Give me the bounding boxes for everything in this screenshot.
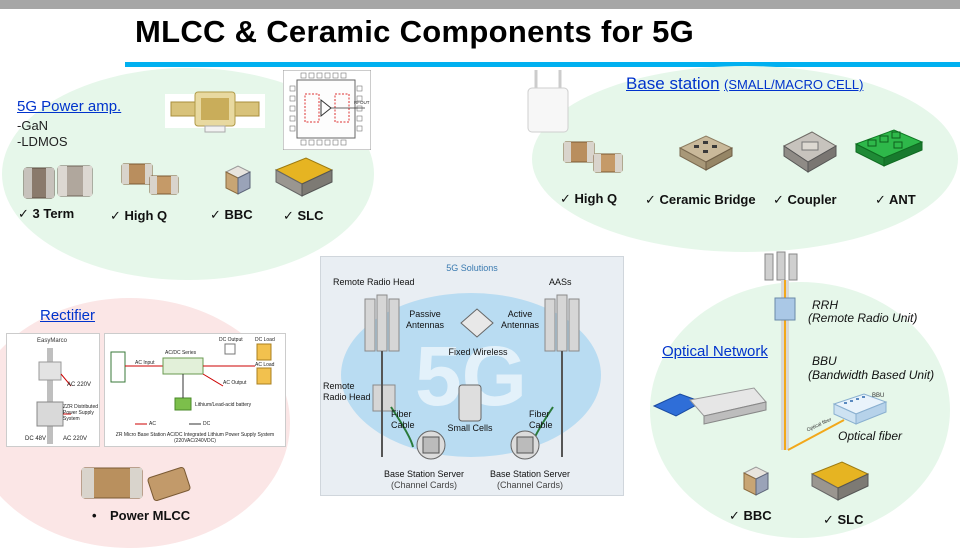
5g-solutions-diagram: 5G 5G Solutions Remote Radio Head AASs P… — [320, 256, 624, 496]
optical-component-slc: ✓ SLC — [823, 512, 864, 527]
rectifier-component-power-mlcc: Power MLCC — [110, 508, 191, 523]
rectifier-installation-photo: EasyMarco AC 220V ZZR Distributed Power … — [6, 333, 100, 447]
top-bar — [0, 0, 960, 9]
bbu-unit-image — [832, 393, 888, 425]
remote-radio-head-label: Remote Radio Head — [323, 381, 371, 402]
optical-component-bbc: ✓ BBC — [729, 508, 772, 523]
base-component-coupler: ✓ Coupler — [773, 192, 837, 207]
power-amp-component-high-q: ✓ High Q — [110, 208, 168, 223]
cell-tower-image — [764, 251, 798, 450]
server-right-label: Base Station Server — [489, 469, 571, 479]
diagram-battery-label: Lithium/Lead-acid battery — [195, 402, 252, 408]
photo-ac-top-label: AC 220V — [67, 382, 92, 388]
power-system-diagram: AC Input AC/DC Series DC Output DC Load … — [104, 333, 286, 447]
page-title: MLCC & Ceramic Components for 5G — [135, 14, 695, 49]
server-left-sub-label: (Channel Cards) — [390, 480, 458, 490]
diagram-ac-input-label: AC Input — [135, 360, 155, 366]
server-right-sub-label: (Channel Cards) — [496, 480, 564, 490]
diagram-ac-legend: AC — [149, 421, 156, 427]
amplifier-schematic-image: RFOUT — [283, 70, 371, 150]
power-amp-component-3-term: ✓ 3 Term — [18, 206, 75, 221]
base-station-heading[interactable]: Base station — [626, 74, 720, 93]
three-terminal-capacitor-image — [23, 165, 93, 199]
bbu-label: BBU — [812, 354, 837, 368]
photo-ac-bottom-label: AC 220V — [63, 436, 88, 442]
title-underline — [125, 62, 960, 67]
diagram-ac-load-label: AC Load — [255, 362, 275, 368]
optical-fiber-line — [787, 419, 845, 451]
server-left-label: Base Station Server — [383, 469, 465, 479]
base-high-q-capacitor-image — [563, 141, 623, 173]
active-antennas-label: Active Antennas — [500, 309, 540, 330]
optical-slc-image — [810, 461, 870, 501]
photo-system-label: ZZR Distributed Power Supply System — [63, 404, 99, 422]
bbc-capacitor-image — [224, 165, 252, 195]
diagram-series-label: AC/DC Series — [165, 350, 197, 356]
bbu-tag-label: BBU — [872, 393, 885, 399]
solutions-title: 5G Solutions — [446, 263, 498, 273]
power-amp-component-slc: ✓ SLC — [283, 208, 324, 223]
small-cell-router-image — [527, 70, 569, 133]
diagram-ac-output-label: AC Output — [223, 380, 247, 386]
sfp-transceiver-image — [652, 387, 767, 425]
schematic-rfout-label: RFOUT — [354, 100, 370, 105]
base-component-ceramic-bridge: ✓ Ceramic Bridge — [645, 192, 756, 207]
slc-capacitor-image — [274, 157, 334, 197]
small-cells-label: Small Cells — [447, 423, 493, 433]
power-amp-component-bbc: ✓ BBC — [210, 207, 253, 222]
rectifier-component-bullet: • — [92, 508, 97, 523]
passive-antennas-label: Passive Antennas — [405, 309, 445, 330]
rectifier-heading[interactable]: Rectifier — [40, 307, 96, 324]
power-amp-heading[interactable]: 5G Power amp. — [17, 98, 122, 115]
optical-fiber-label: Optical fiber — [838, 429, 903, 443]
diagram-dc-output-label: DC Output — [219, 337, 243, 343]
photo-brand-label: EasyMarco — [37, 338, 68, 344]
coupler-image — [783, 131, 837, 173]
power-amp-type-ldmos: -LDMOS — [17, 134, 68, 149]
diagram-dc-legend: DC — [203, 421, 211, 427]
base-station-subheading[interactable]: (SMALL/MACRO CELL) — [724, 77, 864, 92]
rrh-full-label: (Remote Radio Unit) — [808, 311, 918, 325]
antenna-chip-image — [854, 129, 924, 167]
base-station-heading-group: Base station (SMALL/MACRO CELL) — [626, 74, 863, 94]
rf-transistor-image — [165, 91, 265, 133]
photo-dc-label: DC 48V — [25, 436, 47, 442]
fixed-wireless-label: Fixed Wireless — [448, 347, 508, 357]
optical-network-heading[interactable]: Optical Network — [662, 343, 768, 360]
high-q-capacitor-image — [121, 163, 179, 195]
optical-bbc-image — [742, 466, 770, 496]
ceramic-bridge-image — [678, 135, 734, 171]
power-mlcc-image — [81, 466, 191, 502]
rrh-label: RRH — [812, 298, 838, 312]
base-component-ant: ✓ ANT — [875, 192, 916, 207]
bbu-full-label: (Bandwidth Based Unit) — [808, 368, 935, 382]
fiber-cable-right-label: Fiber Cable — [529, 409, 553, 430]
fiber-cable-left-label: Fiber Cable — [391, 409, 415, 430]
diagram-dc-load-label: DC Load — [255, 337, 275, 343]
aass-label: AASs — [549, 277, 572, 287]
power-amp-type-gan: -GaN — [17, 118, 49, 133]
base-component-high-q: ✓ High Q — [560, 191, 618, 206]
remote-radio-head-top-label: Remote Radio Head — [333, 277, 415, 287]
diagram-caption: ZR Micro Base Station AC/DC Integrated L… — [115, 432, 275, 444]
